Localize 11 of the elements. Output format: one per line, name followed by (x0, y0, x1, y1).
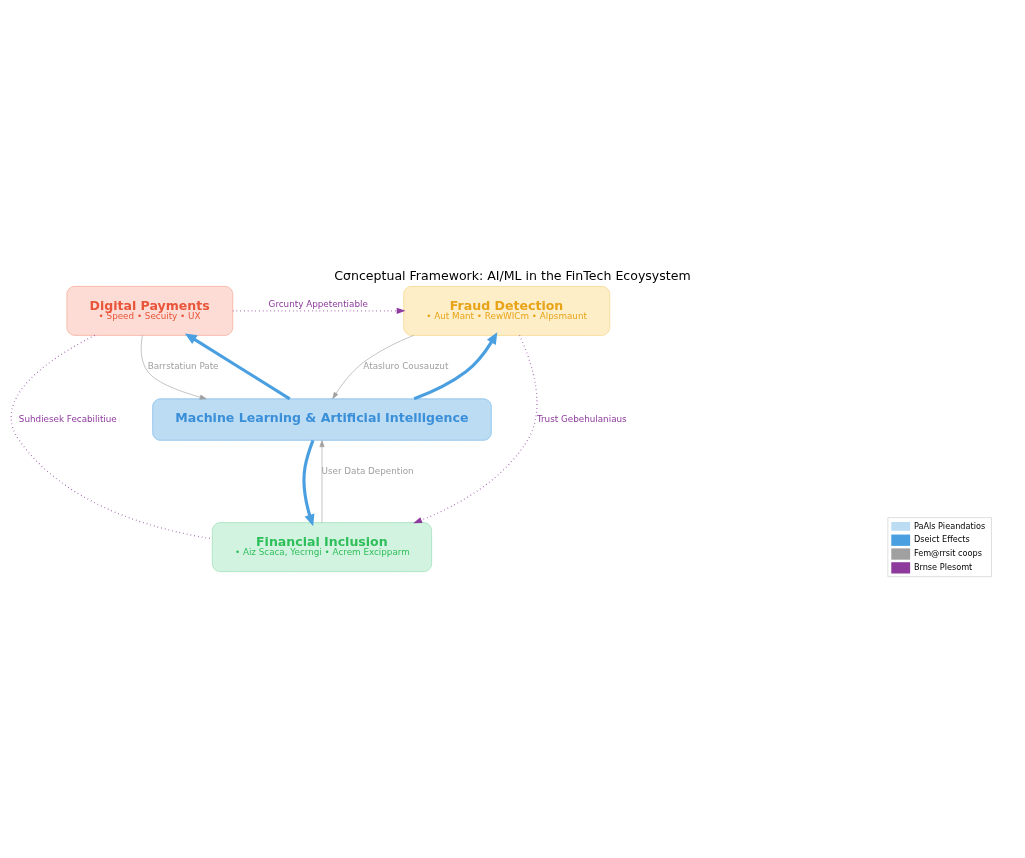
edge-label: User Data Depention (321, 466, 414, 477)
diagram-title: Cσnceptual Framework: AI/ML in the FinTech Ecoysystem (334, 268, 691, 284)
legend-label: Brnse Plesomt (913, 562, 973, 572)
legend-label: Fem@rrsit coops (913, 548, 983, 559)
edge-label: Grcunty Appetentiable (268, 298, 368, 309)
edge-label: Atasluro Cousauzut (363, 361, 449, 372)
edge-label: Trust Gebehulaniaus (536, 413, 627, 424)
edge-label: Suhdiesek Fecabilitiue (18, 413, 117, 424)
legend-label: Dseict Effects (913, 534, 970, 545)
legend-label: PaAls Pieandatios (913, 520, 986, 531)
edge-label: Barrstatiun Pate (147, 361, 219, 372)
